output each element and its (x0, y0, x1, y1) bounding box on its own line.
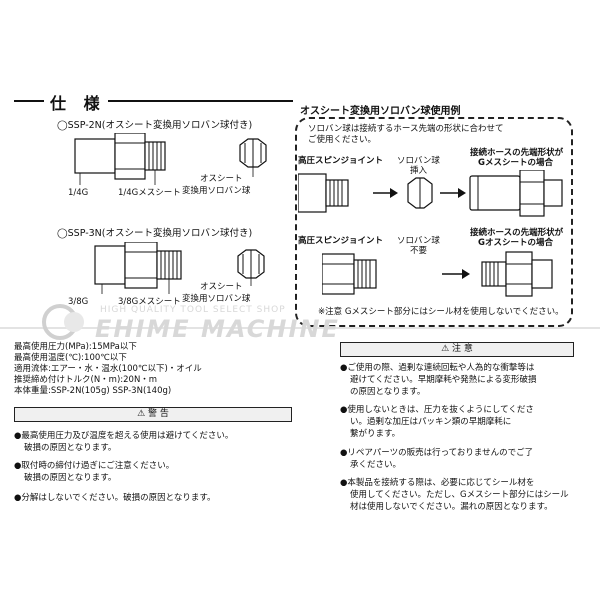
spec-3: 適用流体:エアー・水・温水(100℃以下)・オイル (14, 364, 202, 374)
example-row2-right-2: Gオスシートの場合 (478, 238, 553, 248)
example-row1-mid-2: 挿入 (410, 166, 428, 176)
example-row2-drawing (322, 251, 553, 297)
example-row2-mid-1: ソロバン球 (397, 236, 440, 246)
example-intro-1: ソロバン球は接続するホース先端の形状に合わせて (308, 124, 504, 134)
caution-1-line-1: ●ご使用の際、過剰な連続回転や人為的な衝撃等は (340, 363, 535, 373)
example-row2-mid-2: 不要 (410, 246, 428, 256)
spec-4: 推奨締め付けトルク(N・m):20N・m (14, 375, 158, 385)
warning-title: 警 告 (148, 409, 169, 419)
warning-2-line-2: 破損の原因となります。 (24, 473, 117, 483)
caution-2-line-2: い。過剰な加圧はパッキン類の早期摩耗に (350, 417, 512, 427)
warning-2-line-1: ●取付時の締付け過ぎにご注意ください。 (14, 461, 175, 471)
caution-2-line-1: ●使用しないときは、圧力を抜くようにしてくださ (340, 405, 534, 415)
product-2-label-right-2: 変換用ソロバン球 (182, 294, 251, 304)
caution-3-line-2: 承ください。 (350, 460, 402, 470)
product-2-label-left: 3/8G (68, 297, 89, 307)
caution-icon: ⚠ (441, 344, 450, 354)
example-row1-right-1: 接続ホースの先端形状が (470, 148, 564, 158)
warning-3-line-1: ●分解はしないでください。破損の原因となります。 (14, 493, 216, 503)
caution-4-line-3: 材は使用しないでください。漏れの原因となります。 (350, 502, 553, 512)
caution-4-line-1: ●本製品を接続する際は、必要に応じてシール材を (340, 478, 535, 488)
example-note: ※注意 Gメスシート部分にはシール材を使用しないでください。 (318, 307, 564, 317)
example-row1-left: 高圧スピンジョイント (298, 156, 384, 166)
page-title: 仕 様 (50, 94, 106, 113)
caution-2-line-3: 繋がります。 (350, 429, 401, 439)
title-rule-right (108, 100, 293, 102)
caution-1-line-2: 避けてください。早期摩耗や発熱による変形破損 (350, 375, 537, 385)
spec-1: 最高使用圧力(MPa):15MPa以下 (14, 342, 137, 352)
example-intro-2: ご使用ください。 (308, 135, 377, 145)
caution-title: 注 意 (452, 344, 473, 354)
example-panel (295, 117, 573, 327)
warning-1-line-1: ●最高使用圧力及び温度を超える使用は避けてください。 (14, 431, 234, 441)
example-row1-drawing (298, 170, 563, 217)
caution-header: ⚠ 注 意 (340, 342, 574, 357)
example-row1-mid-1: ソロバン球 (397, 156, 440, 166)
caution-1-line-3: の原因となります。 (350, 387, 426, 397)
product-1-drawing (74, 133, 267, 185)
product-2-label-mid: 3/8Gメスシート (118, 297, 181, 307)
watermark-sub: HIGH QUALITY TOOL SELECT SHOP (100, 305, 286, 315)
product-1-name: ◯SSP-2N(オスシート変換用ソロバン球付き) (57, 120, 253, 131)
warning-icon: ⚠ (137, 409, 146, 419)
product-1-label-right-1: オスシート (200, 174, 243, 184)
title-rule-left (14, 100, 44, 102)
product-2-label-right-1: オスシート (200, 282, 243, 292)
product-1-label-left: 1/4G (68, 188, 89, 198)
product-2-name: ◯SSP-3N(オスシート変換用ソロバン球付き) (57, 228, 253, 239)
spec-2: 最高使用温度(℃):100℃以下 (14, 353, 127, 363)
warning-1-line-2: 破損の原因となります。 (24, 443, 117, 453)
product-1-label-mid: 1/4Gメスシート (118, 188, 181, 198)
watermark-main: EHIME MACHINE (95, 315, 340, 343)
example-row2-right-1: 接続ホースの先端形状が (470, 228, 564, 238)
product-1-label-right-2: 変換用ソロバン球 (182, 186, 251, 196)
warning-header: ⚠ 警 告 (14, 407, 292, 422)
spec-5: 本体重量:SSP-2N(105g) SSP-3N(140g) (14, 386, 172, 396)
example-row2-left: 高圧スピンジョイント (298, 236, 384, 246)
watermark-banner (0, 304, 600, 340)
example-title: オスシート変換用ソロバン球使用例 (300, 106, 461, 117)
example-row1-right-2: Gメスシートの場合 (478, 158, 553, 168)
caution-3-line-1: ●リペアパーツの販売は行っておりませんのでご了 (340, 448, 534, 458)
product-2-drawing (94, 242, 265, 294)
caution-4-line-2: 使用してください。ただし、Gメスシート部分にはシール (350, 490, 569, 500)
